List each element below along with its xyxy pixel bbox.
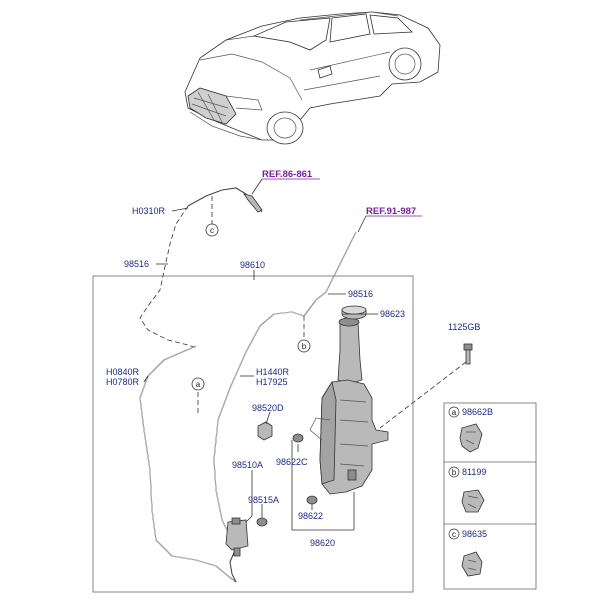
legend-row-b[interactable]: b 81199	[448, 466, 486, 513]
vehicle-illustration	[184, 11, 441, 145]
legend-b-part: 81199	[462, 467, 486, 477]
marker-c-circle[interactable]	[205, 223, 219, 237]
label-h0310r[interactable]: H0310R	[132, 206, 166, 216]
callout-markers: c b a	[191, 223, 311, 391]
assembly-frame	[92, 275, 414, 593]
label-98515a[interactable]: 98515A	[248, 495, 279, 505]
legend-c-part: 98635	[462, 529, 487, 539]
part-98622c-shape	[292, 433, 304, 443]
marker-a-text: a	[196, 380, 201, 389]
label-h1440r[interactable]: H1440R	[256, 367, 290, 377]
bolt-leader	[379, 361, 467, 429]
label-98622c[interactable]: 98622C	[276, 457, 308, 467]
label-98610[interactable]: 98610	[240, 260, 265, 270]
part-98520d-shape	[257, 421, 273, 441]
marker-b-circle[interactable]	[297, 339, 311, 353]
ref-top-leader	[251, 178, 263, 195]
label-98620[interactable]: 98620	[310, 538, 335, 548]
label-h17925[interactable]: H17925	[256, 377, 288, 387]
legend-a-key: a	[452, 408, 457, 417]
legend-a-part: 98662B	[462, 407, 493, 417]
ref-top-label[interactable]: REF.86-861	[262, 169, 313, 180]
reference-labels: REF.86-861 REF.91-987	[251, 169, 422, 233]
label-98510a[interactable]: 98510A	[232, 460, 263, 470]
marker-b-text: b	[302, 342, 307, 351]
label-h0780r[interactable]: H0780R	[106, 377, 140, 387]
part-98515a-shape	[256, 517, 268, 527]
washer-hoses	[139, 205, 357, 583]
ref-right-leader	[357, 215, 367, 233]
clip-98662b-shape	[459, 423, 483, 453]
clip-legend-table: a 98662B b 81199 c 98635	[443, 402, 537, 590]
clip-81199-shape	[461, 489, 485, 513]
marker-a-circle[interactable]	[191, 377, 205, 391]
reservoir-cap	[341, 305, 367, 320]
label-98520d[interactable]: 98520D	[252, 403, 284, 413]
legend-row-a[interactable]: a 98662B	[448, 406, 493, 453]
marker-c-text: c	[210, 226, 214, 235]
part-98622-shape	[306, 495, 318, 505]
legend-frame	[443, 402, 537, 590]
label-98516-left[interactable]: 98516	[124, 259, 149, 269]
label-98623[interactable]: 98623	[380, 309, 405, 319]
legend-c-key: c	[452, 530, 456, 539]
clip-98635-shape	[461, 551, 483, 577]
legend-b-key: b	[452, 468, 457, 477]
reservoir-level-sensor	[347, 469, 357, 481]
leader-lines	[143, 207, 378, 531]
label-98516-right[interactable]: 98516	[348, 289, 373, 299]
pump-components	[225, 421, 318, 557]
legend-row-c[interactable]: c 98635	[448, 528, 487, 577]
label-h0840r[interactable]: H0840R	[106, 367, 140, 377]
washer-reservoir	[309, 317, 389, 495]
ref-right-label[interactable]: REF.91-987	[366, 206, 416, 217]
label-98622[interactable]: 98622	[298, 511, 323, 521]
label-1125gb[interactable]: 1125GB	[448, 322, 480, 332]
top-hose-assembly	[187, 187, 263, 224]
part-labels: H0310R 98516 98610 98516 98623 1125GB H0…	[106, 206, 480, 548]
part-98510a-shape	[225, 519, 249, 551]
bolt-1125gb	[379, 343, 473, 429]
